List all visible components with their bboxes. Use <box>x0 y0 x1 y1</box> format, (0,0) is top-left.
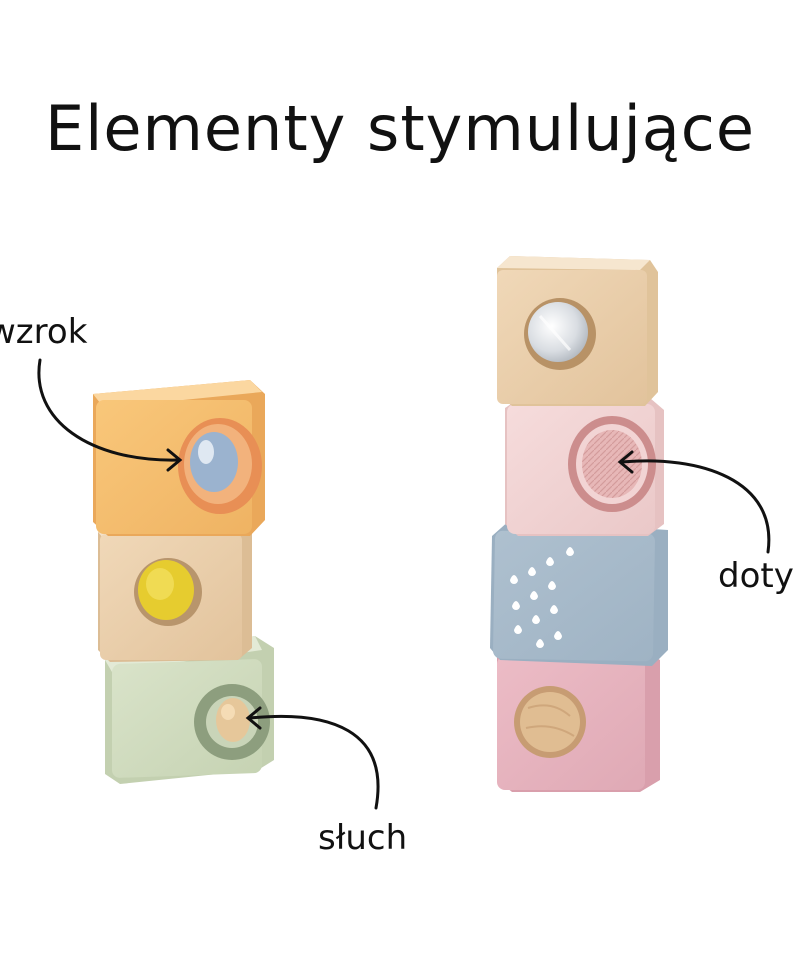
wood-mirror-block <box>497 256 658 406</box>
hearing-arrow <box>248 714 380 810</box>
sight-arrowhead <box>166 448 183 472</box>
touch-arrow <box>620 459 771 554</box>
left-block-stack <box>93 380 274 784</box>
touch-label: doty <box>718 556 794 596</box>
wood-block-left <box>98 520 252 662</box>
touch-arrowhead <box>617 450 634 474</box>
sight-arrow <box>37 358 180 462</box>
sight-label: wzrok <box>0 312 88 352</box>
rose-wood-block <box>497 646 660 792</box>
hearing-label: słuch <box>318 818 408 858</box>
blue-dots-block <box>490 520 668 666</box>
right-block-stack <box>490 256 668 792</box>
hearing-arrowhead <box>245 706 262 730</box>
page-title: Elementy stymulujące <box>44 92 756 165</box>
pink-texture-block <box>505 398 664 536</box>
